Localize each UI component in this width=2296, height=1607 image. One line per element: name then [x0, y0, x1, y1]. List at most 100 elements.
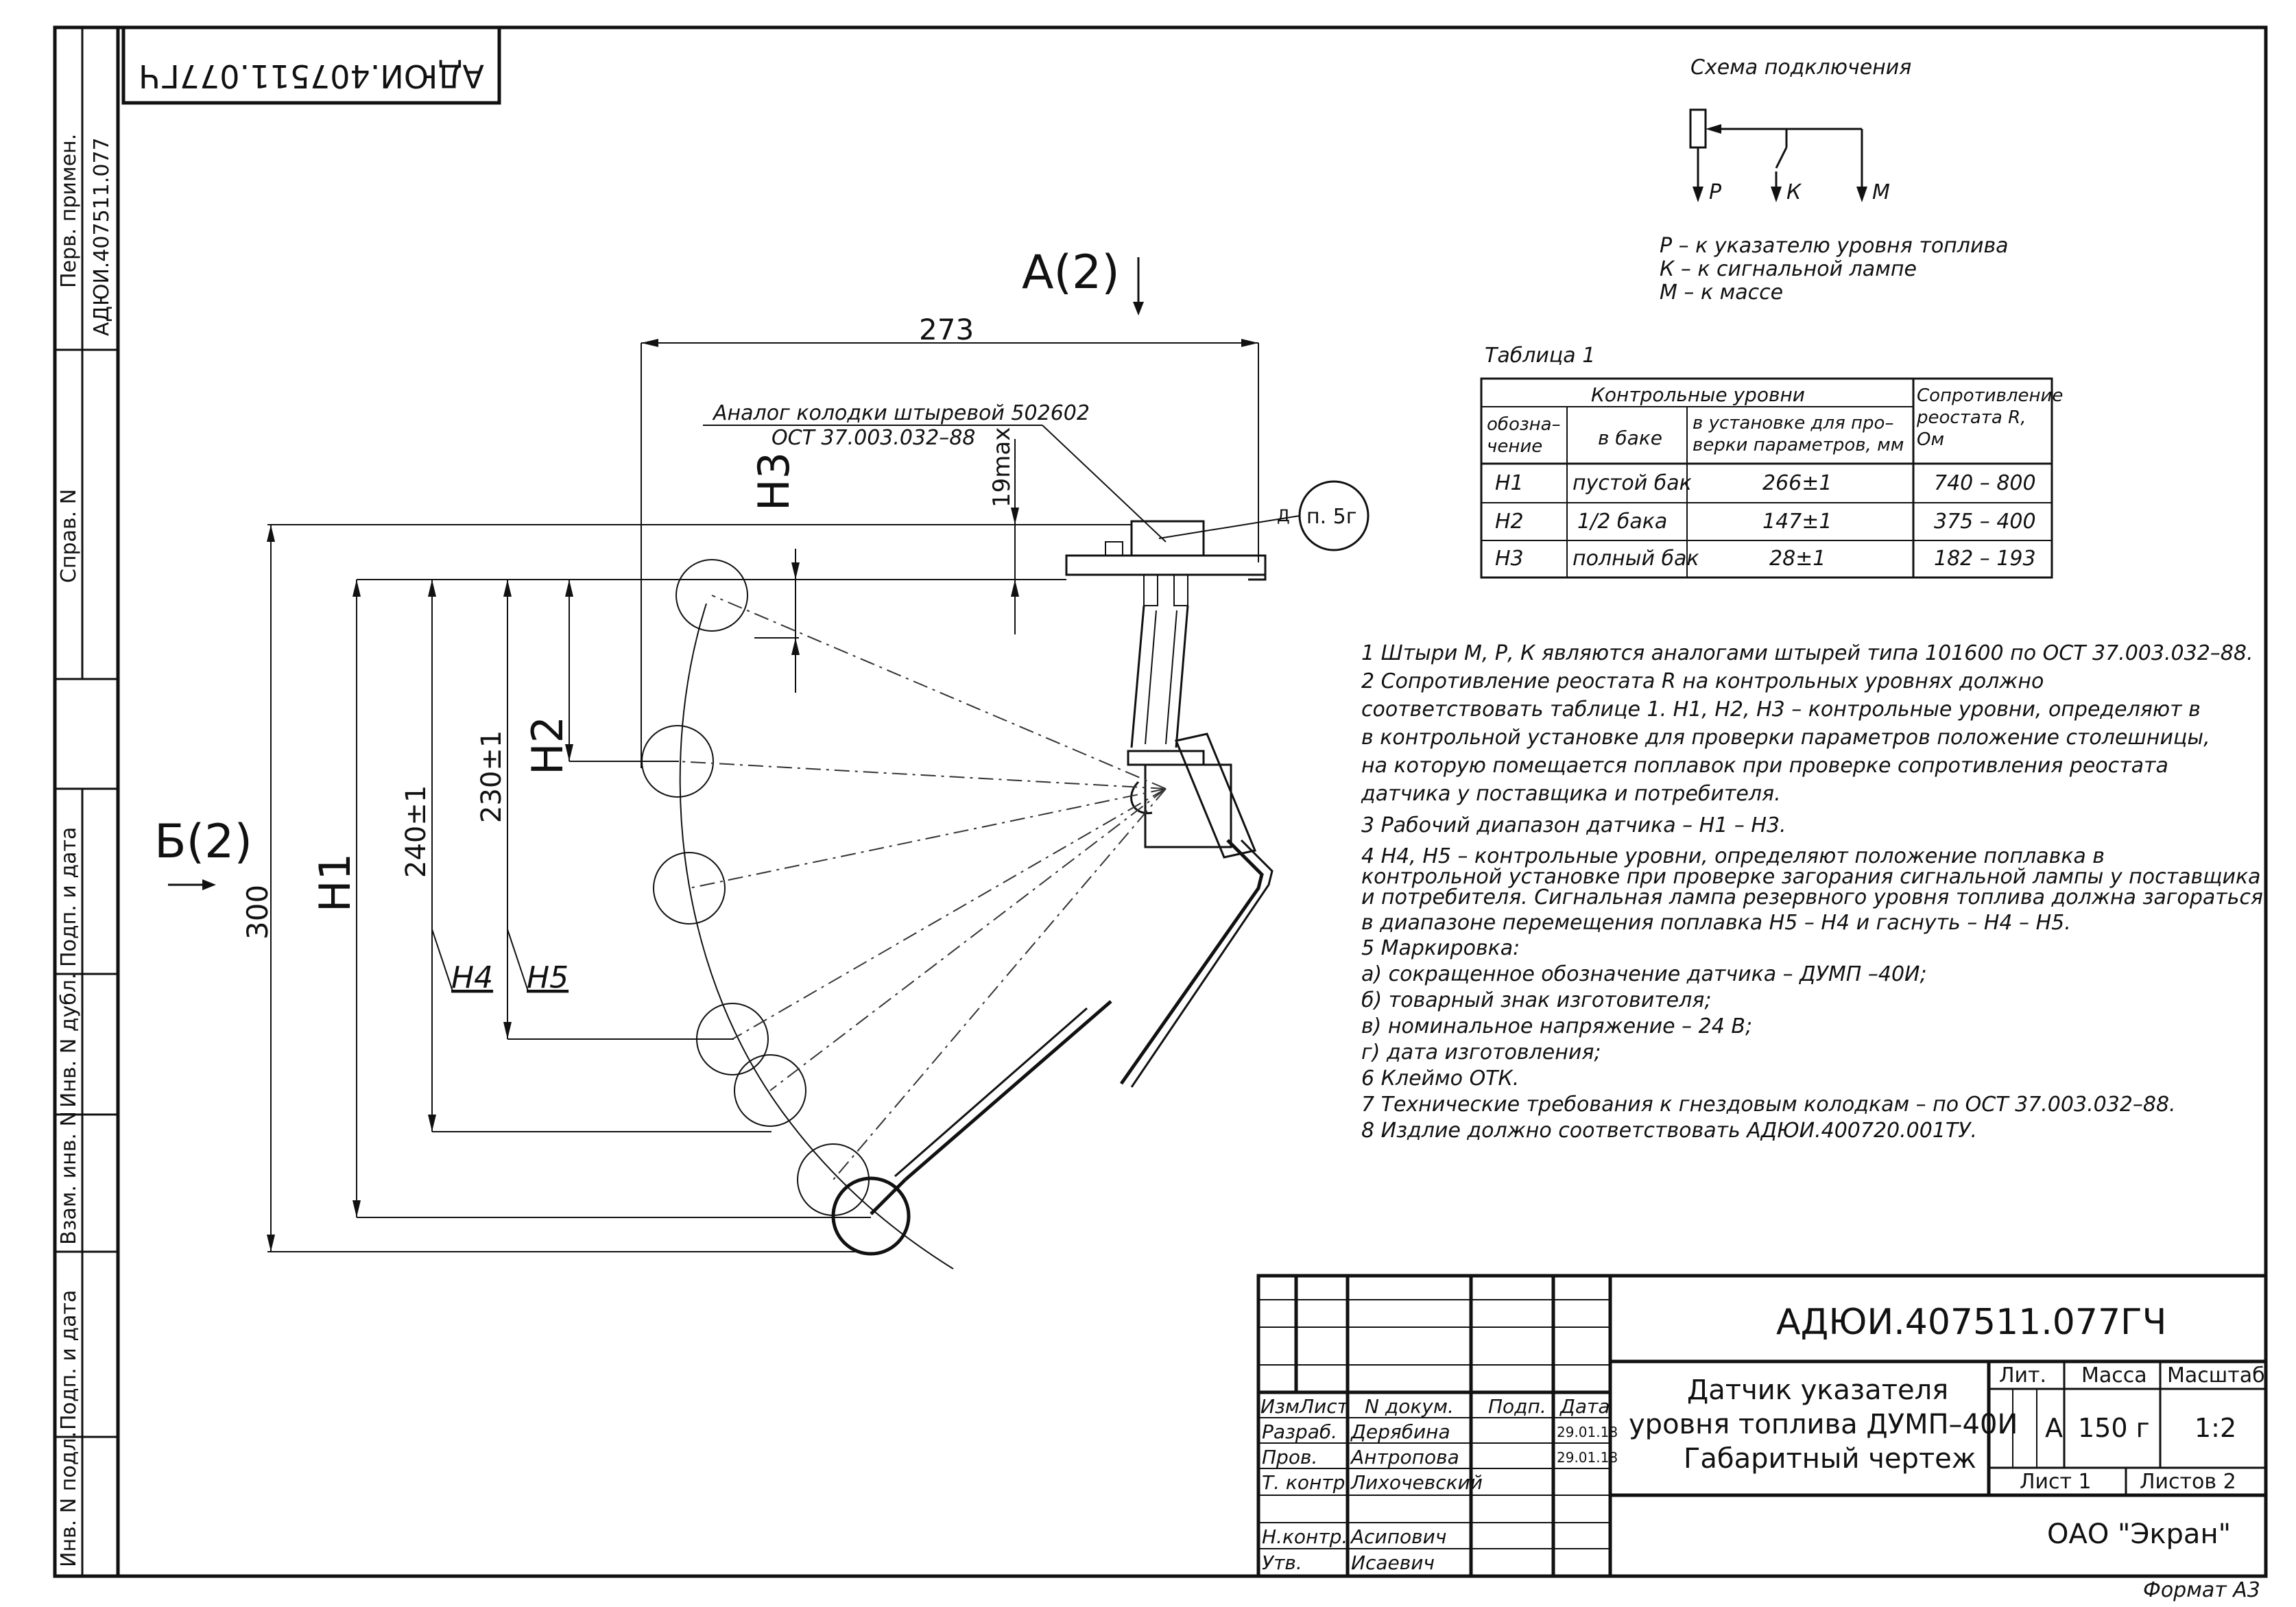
table1-col-designation-1: обозна–	[1487, 414, 1561, 435]
scheme-legend-m: М – к массе	[1660, 281, 1783, 305]
note-line: на которую помещается поплавок при прове…	[1361, 754, 2168, 778]
svg-text:H3: H3	[1495, 547, 1524, 571]
technical-notes: 1 Штыри М, Р, К являются аналогами штыре…	[1361, 641, 2263, 1143]
float-h1	[831, 1176, 911, 1256]
dim-h4: H4	[451, 960, 493, 995]
lit-label: Лит.	[1999, 1364, 2046, 1388]
svg-text:пустой бак: пустой бак	[1572, 471, 1692, 495]
float-h4	[734, 1054, 806, 1127]
note-line: 1 Штыри М, Р, К являются аналогами штыре…	[1361, 641, 2253, 665]
product-name-line2: уровня топлива ДУМП–40И	[1629, 1409, 2018, 1440]
svg-text:147±1: 147±1	[1762, 510, 1832, 534]
format-label: Формат А3	[2143, 1578, 2260, 1602]
connector-callout-line1: Аналог колодки штыревой 502602	[712, 401, 1090, 425]
outer-frame	[53, 25, 2268, 1578]
note-line: г) дата изготовления;	[1361, 1040, 1601, 1064]
note-line: 3 Рабочий диапазон датчика – H1 – H3.	[1361, 813, 1786, 837]
dim-230: 230±1	[476, 730, 507, 823]
table1-col-designation-2: чение	[1487, 436, 1542, 457]
hdr-izm: Изм	[1260, 1395, 1300, 1418]
note-line: 5 Маркировка:	[1361, 936, 1520, 960]
rheostat-symbol	[1689, 108, 1707, 149]
dim-h3: H3	[749, 452, 799, 511]
table1	[1480, 377, 2053, 579]
podp-data-label-2: Подп. и дата	[57, 1290, 81, 1430]
note-line: 4 H4, H5 – контрольные уровни, определяю…	[1361, 844, 2105, 868]
lit-value: А	[2045, 1413, 2063, 1443]
svg-text:266±1: 266±1	[1762, 471, 1832, 495]
vzam-inv-n-label: Взам. инв. N	[57, 1111, 81, 1245]
svg-text:375 – 400: 375 – 400	[1934, 510, 2036, 534]
note-line: 6 Клеймо ОТК.	[1361, 1067, 1519, 1091]
table1-col-tank: в баке	[1598, 427, 1662, 449]
note-line: датчика у поставщика и потребителя.	[1361, 782, 1781, 806]
note-line: в диапазоне перемещения поплавка H5 – H4…	[1361, 911, 2071, 935]
date-razrab: 29.01.18	[1557, 1424, 1618, 1440]
float-h3	[675, 559, 748, 632]
scheme-legend-p: Р – к указателю уровня топлива	[1660, 234, 2009, 258]
table1-head-levels: Контрольные уровни	[1591, 383, 1805, 406]
inv-n-dubl-label: Инв. N дубл.	[57, 973, 81, 1108]
sheet-label: Лист 1	[2020, 1470, 2092, 1494]
dim-273: 273	[919, 313, 974, 346]
svg-text:полный бак: полный бак	[1572, 547, 1699, 571]
table1-head-resist-3: Ом	[1917, 429, 1944, 450]
role-nkontr: Н.контр.	[1262, 1525, 1348, 1548]
hdr-data: Дата	[1559, 1395, 1610, 1418]
note-line: контрольной установке при проверке загор…	[1361, 865, 2260, 889]
scheme-pin-m: М	[1872, 180, 1890, 204]
sensor-flange	[1065, 554, 1267, 576]
dim-240: 240±1	[400, 785, 432, 878]
mass-value: 150 г	[2078, 1413, 2150, 1443]
note-line: соответствовать таблице 1. H1, H2, H3 – …	[1361, 698, 2201, 722]
dim-h2: H2	[523, 716, 573, 775]
sensor-body	[1144, 763, 1232, 848]
svg-text:740 – 800: 740 – 800	[1934, 471, 2036, 495]
ref-d-label: Д	[1277, 506, 1290, 525]
radial-lines	[677, 595, 1167, 1180]
note-line: в) номинальное напряжение – 24 В;	[1361, 1014, 1752, 1038]
table1-row: H1 пустой бак 266±1 740 – 800	[1495, 471, 2036, 495]
note-line: б) товарный знак изготовителя;	[1361, 988, 1711, 1012]
table1-head-resist-1: Сопротивление	[1917, 385, 2063, 406]
table1-col-install-2: верки параметров, мм	[1693, 435, 1904, 455]
table1-head-resist-2: реостата R,	[1916, 407, 2026, 428]
name-razrab: Дерябина	[1350, 1420, 1450, 1443]
hdr-podp: Подп.	[1488, 1395, 1546, 1418]
table1-col-install-1: в установке для про–	[1693, 413, 1893, 433]
role-prov: Пров.	[1262, 1446, 1317, 1468]
svg-text:28±1: 28±1	[1769, 547, 1826, 571]
svg-text:H2: H2	[1495, 510, 1524, 534]
role-utv: Утв.	[1262, 1551, 1302, 1574]
hdr-list: Лист	[1299, 1395, 1349, 1418]
mirrored-code: АДЮИ.407511.077ГЧ	[139, 58, 484, 95]
sheets-label: Листов 2	[2140, 1470, 2236, 1494]
svg-text:1/2 бака: 1/2 бака	[1577, 510, 1667, 534]
lever-arm	[1119, 839, 1264, 1085]
name-nkontr: Асипович	[1350, 1525, 1446, 1548]
role-razrab: Разраб.	[1262, 1420, 1337, 1443]
table1-caption: Таблица 1	[1485, 344, 1595, 368]
dim-19max: 19max	[988, 427, 1016, 508]
perv-primen-label: Перв. примен.	[57, 134, 81, 288]
scheme-legend-k: К – к сигнальной лампе	[1660, 257, 1917, 281]
connector-block	[1130, 520, 1205, 557]
table1-row: H3 полный бак 28±1 182 – 193	[1495, 547, 2036, 571]
mirrored-code-box	[121, 25, 501, 105]
view-a-label: А(2)	[1022, 246, 1120, 300]
sprav-n-label: Справ. N	[57, 489, 81, 583]
ref-p-label: п. 5г	[1306, 505, 1357, 529]
note-line: в контрольной установке для проверки пар…	[1361, 726, 2210, 750]
perv-code: АДЮИ.407511.077	[90, 137, 114, 336]
hdr-n-dokum: N докум.	[1365, 1395, 1454, 1418]
mass-label: Масса	[2081, 1364, 2147, 1388]
dim-h1: H1	[310, 853, 360, 912]
dim-h5: H5	[527, 960, 569, 995]
inv-n-podl-label: Инв. N подл.	[57, 1431, 81, 1567]
note-line: и потребителя. Сигнальная лампа резервно…	[1361, 885, 2263, 909]
name-prov: Антропова	[1350, 1446, 1459, 1468]
float-mid	[653, 852, 726, 925]
left-strip-frame	[53, 25, 120, 1578]
connector-callout-line2: ОСТ 37.003.032–88	[772, 426, 975, 450]
podp-data-label-1: Подп. и дата	[57, 827, 81, 967]
